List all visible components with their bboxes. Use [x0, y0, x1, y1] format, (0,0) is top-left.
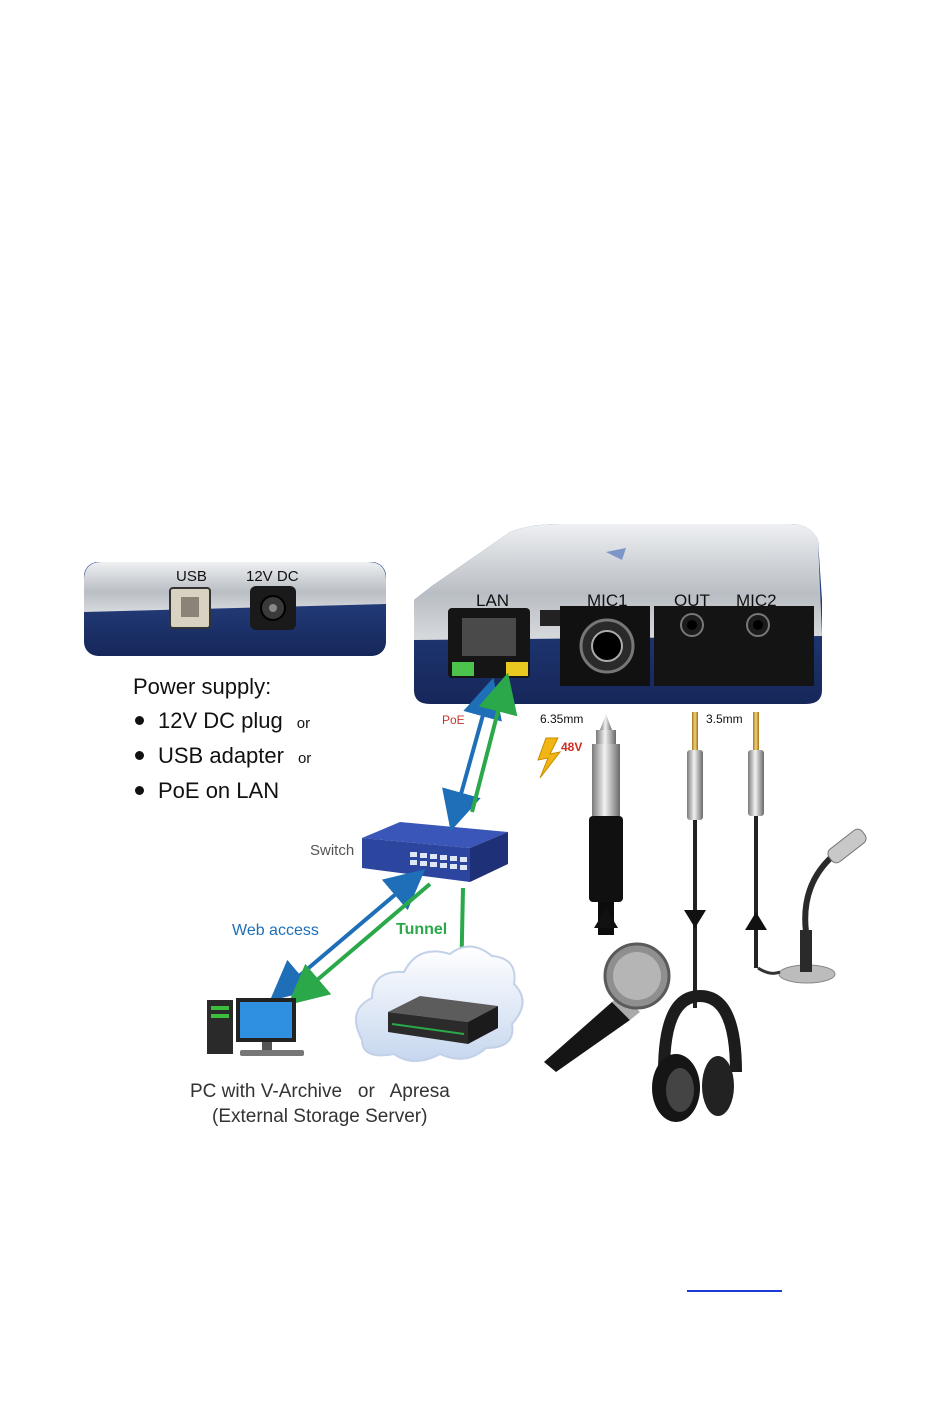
network-switch — [362, 822, 508, 882]
mic2-port-label: MIC2 — [736, 592, 777, 609]
phantom-48v-label: 48V — [561, 741, 582, 753]
poe-label: PoE — [442, 714, 465, 726]
jack-35-label: 3.5mm — [706, 713, 743, 725]
mic1-port-label: MIC1 — [587, 592, 628, 609]
jack-35mm-out — [684, 712, 706, 1008]
handheld-microphone-icon — [536, 935, 676, 1075]
phantom-power-icon — [538, 738, 560, 778]
footer-link-underline[interactable] — [687, 1290, 782, 1292]
storage-caption-line1: PC with V-Archive or Apresa — [190, 1081, 450, 1103]
lan-port-label: LAN — [476, 592, 509, 609]
gooseneck-microphone-icon — [758, 827, 868, 983]
storage-cloud — [356, 946, 523, 1061]
device-front-view — [414, 524, 822, 704]
switch-label: Switch — [310, 843, 354, 858]
jack-635-label: 6.35mm — [540, 713, 583, 725]
power-supply-title: Power supply: — [133, 674, 311, 700]
lan-switch-green-arrow — [472, 692, 503, 812]
jack-635mm — [589, 714, 623, 942]
tunnel-label: Tunnel — [396, 922, 447, 938]
usb-port-label: USB — [176, 569, 207, 584]
pc-icon — [207, 998, 304, 1056]
storage-caption-line2: (External Storage Server) — [212, 1106, 427, 1128]
device-back-view — [84, 562, 386, 656]
dc-port-label: 12V DC — [246, 569, 299, 584]
power-item: PoE on LAN — [133, 778, 311, 813]
web-access-label: Web access — [232, 923, 319, 939]
out-port-label: OUT — [674, 592, 710, 609]
jack-35mm-mic2 — [745, 712, 767, 968]
